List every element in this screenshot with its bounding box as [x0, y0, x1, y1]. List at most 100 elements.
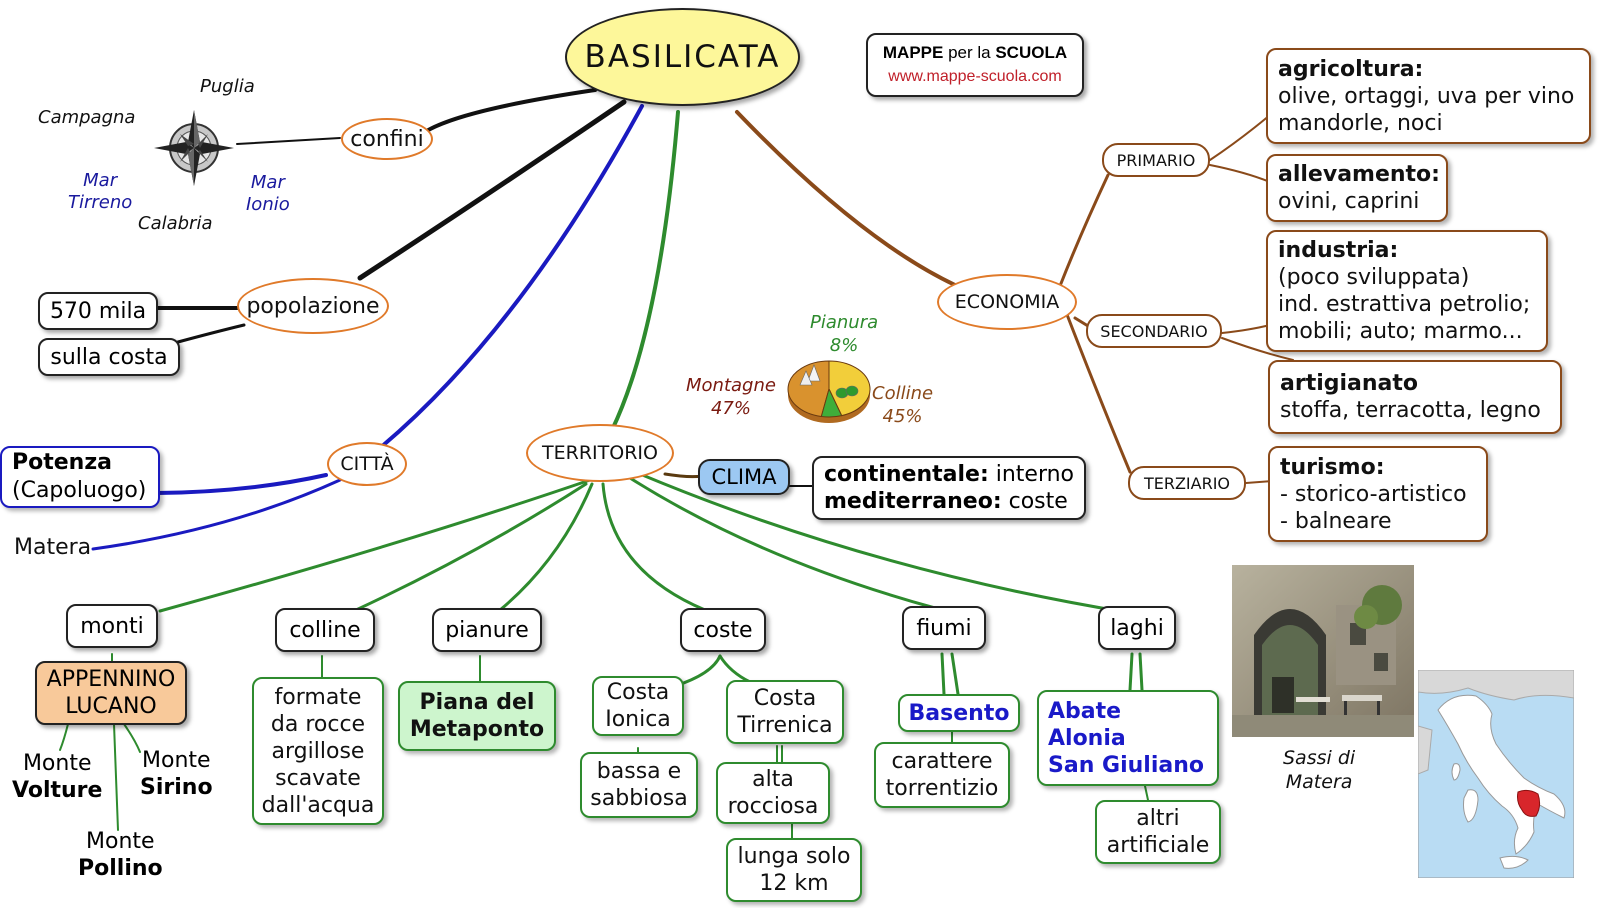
pie-slice-pianura — [820, 387, 843, 418]
colline-node[interactable]: colline — [275, 608, 375, 652]
fiumi-label: fiumi — [916, 615, 972, 641]
clima-type: mediterraneo: — [824, 489, 1002, 514]
monti-node[interactable]: monti — [66, 604, 158, 648]
economia-label: ECONOMIA — [954, 291, 1060, 313]
agricoltura-title: agricoltura: — [1278, 56, 1424, 82]
industria-box: industria: (poco sviluppata) ind. estrat… — [1266, 230, 1548, 352]
coste-label: coste — [693, 617, 753, 643]
costa-tirrenica-label: Costa Tirrenica — [737, 686, 833, 738]
turismo-box: turismo: - storico-artistico - balneare — [1268, 446, 1488, 542]
brand-part: SCUOLA — [995, 43, 1068, 62]
capital-name: Potenza — [12, 450, 112, 475]
confini-node[interactable]: confini — [341, 118, 433, 160]
peak-pre: Monte — [22, 751, 92, 776]
compass-se: Mar Ionio — [246, 172, 290, 215]
peak-name: Sirino — [140, 775, 213, 800]
photo-caption: Sassi di Matera — [1283, 747, 1356, 793]
secondario-node[interactable]: SECONDARIO — [1086, 314, 1222, 348]
terziario-node[interactable]: TERZIARIO — [1128, 466, 1246, 500]
brand-part: MAPPE — [882, 43, 944, 62]
peak-name: Volture — [12, 778, 103, 803]
appennino-label: APPENNINO LUCANO — [46, 667, 176, 719]
population-where-box: sulla costa — [38, 338, 180, 376]
colline-desc: formate da rocce argillose scavate dall'… — [252, 677, 384, 825]
appennino-node: APPENNINO LUCANO — [35, 661, 187, 725]
laghi-node[interactable]: laghi — [1098, 606, 1176, 650]
coste-node[interactable]: coste — [680, 608, 766, 652]
brand-url[interactable]: www.mappe-scuola.com — [888, 68, 1062, 85]
artigianato-title: artigianato — [1280, 371, 1419, 396]
title-node: BASILICATA — [565, 8, 800, 106]
sassi-photo — [1232, 565, 1414, 737]
clima-line-2: mediterraneo: coste — [824, 488, 1084, 515]
mountain-icon — [807, 364, 821, 382]
metaponto-node: Piana del Metaponto — [398, 681, 556, 751]
compass-rose-icon — [154, 110, 234, 186]
fiumi-node[interactable]: fiumi — [902, 606, 986, 650]
page-title: BASILICATA — [584, 39, 781, 75]
river-basento: Basento — [898, 694, 1020, 732]
agricoltura-box: agricoltura: olive, ortaggi, uva per vin… — [1266, 48, 1591, 144]
compass-west: Campagna — [38, 107, 136, 128]
costa-tirrenica: Costa Tirrenica — [726, 680, 844, 744]
pie-label-colline: Colline 45% — [872, 383, 934, 427]
primario-label: PRIMARIO — [1116, 150, 1196, 170]
clima-type: continentale: — [824, 462, 989, 487]
territorio-node[interactable]: TERRITORIO — [526, 424, 674, 482]
colline-label: colline — [289, 617, 361, 643]
pie-label-montagne: Montagne 47% — [686, 375, 776, 419]
allevamento-text: ovini, caprini — [1278, 189, 1420, 214]
costa-ionica-desc: bassa e sabbiosa — [580, 752, 698, 818]
brand-part: per la — [943, 43, 996, 62]
clima-node[interactable]: CLIMA — [698, 459, 790, 495]
peak-name: Pollino — [78, 856, 163, 881]
compass-north: Puglia — [200, 76, 255, 97]
italy-map — [1418, 670, 1574, 878]
laghi-label: laghi — [1110, 615, 1164, 641]
turismo-text: - storico-artistico - balneare — [1280, 481, 1467, 534]
artigianato-text: stoffa, terracotta, legno — [1280, 398, 1541, 423]
clima-label: CLIMA — [711, 465, 777, 489]
economia-node[interactable]: ECONOMIA — [937, 274, 1077, 330]
popolazione-label: popolazione — [246, 293, 380, 319]
clima-desc-box: continentale: interno mediterraneo: cost… — [812, 456, 1086, 520]
city-matera: Matera — [14, 535, 92, 560]
citta-label: CITTÀ — [340, 453, 394, 475]
lakes-other-text: altri artificiale — [1106, 806, 1210, 858]
terrain-pie-chart — [787, 360, 871, 423]
lakes-names: Abate Alonia San Giuliano — [1037, 690, 1219, 786]
river-desc-text: carattere torrentizio — [885, 749, 999, 801]
artigianato-box: artigianato stoffa, terracotta, legno — [1268, 360, 1562, 434]
costa-tirrenica-len: lunga solo 12 km — [726, 838, 862, 902]
costa-tirrenica-len-text: lunga solo 12 km — [737, 844, 851, 896]
capital-note: (Capoluogo) — [12, 478, 147, 503]
population-count: 570 mila — [49, 298, 147, 324]
territorio-label: TERRITORIO — [542, 442, 658, 464]
costa-tirrenica-desc: alta rocciosa — [716, 762, 830, 824]
costa-tirrenica-desc-text: alta rocciosa — [727, 767, 819, 819]
costa-ionica: Costa Ionica — [592, 676, 684, 736]
pianure-node[interactable]: pianure — [432, 608, 542, 652]
peak-pre: Monte — [86, 829, 155, 854]
population-where: sulla costa — [50, 344, 168, 370]
industria-title: industria: — [1278, 238, 1399, 263]
river-basento-label: Basento — [908, 700, 1010, 726]
brand-name: MAPPE per la SCUOLA — [883, 41, 1067, 65]
citta-node[interactable]: CITTÀ — [327, 442, 407, 486]
clima-line-1: continentale: interno — [824, 461, 1084, 488]
popolazione-node[interactable]: popolazione — [237, 278, 389, 334]
terziario-label: TERZIARIO — [1143, 473, 1231, 493]
compass-sw: Mar Tirreno — [68, 170, 133, 213]
costa-ionica-label: Costa Ionica — [605, 680, 671, 732]
allevamento-title: allevamento: — [1278, 162, 1440, 187]
secondario-label: SECONDARIO — [1100, 321, 1208, 341]
river-desc: carattere torrentizio — [874, 742, 1010, 808]
allevamento-box: allevamento: ovini, caprini — [1266, 154, 1448, 222]
brand-box[interactable]: MAPPE per la SCUOLA www.mappe-scuola.com — [866, 33, 1084, 97]
turismo-title: turismo: — [1280, 454, 1385, 480]
industria-text: (poco sviluppata) ind. estrattiva petrol… — [1278, 265, 1531, 344]
primario-node[interactable]: PRIMARIO — [1102, 143, 1210, 177]
